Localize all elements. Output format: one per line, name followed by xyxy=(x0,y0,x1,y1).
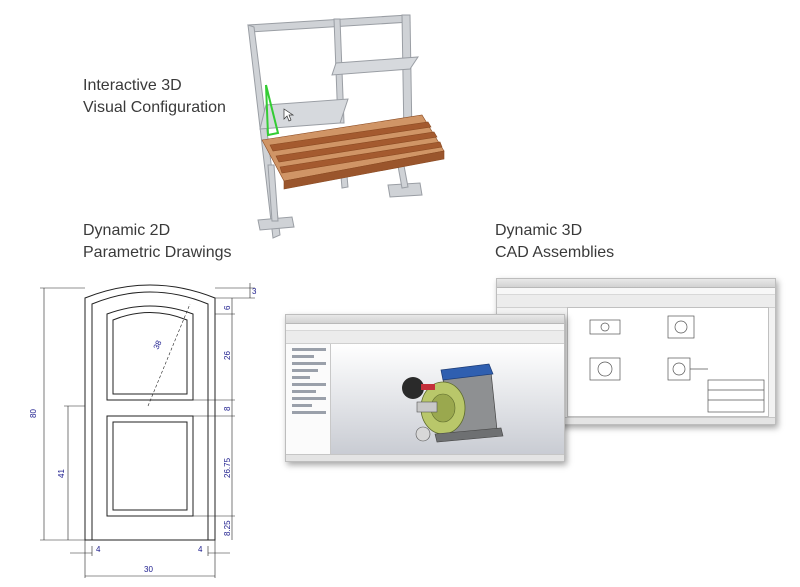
caption-line: Dynamic 3D xyxy=(495,222,583,239)
caption-line: Interactive 3D xyxy=(83,77,182,94)
drawing-sheet[interactable] xyxy=(567,307,769,417)
cad-3d-assembly-window[interactable] xyxy=(285,314,565,462)
status-bar xyxy=(497,417,775,424)
dim-upper-panel: 26 xyxy=(223,351,232,360)
dim-bottom-rail: 8.25 xyxy=(223,520,232,536)
door-parametric-drawing[interactable]: 80 41 3 6 26 8 26.75 8.25 38 4 4 30 xyxy=(30,278,270,583)
feature-tree[interactable] xyxy=(286,344,331,454)
caption-line: Parametric Drawings xyxy=(83,244,232,261)
menu-bar[interactable] xyxy=(286,324,564,331)
dim-lower-height: 41 xyxy=(57,469,66,478)
caption-dynamic-2d: Dynamic 2D Parametric Drawings xyxy=(83,220,231,264)
menu-bar[interactable] xyxy=(497,288,775,295)
window-titlebar[interactable] xyxy=(497,279,775,288)
dim-left-margin: 4 xyxy=(96,545,101,554)
dim-mid-rail: 8 xyxy=(223,406,232,411)
dim-radius: 38 xyxy=(152,338,164,350)
workbench-3d-model[interactable] xyxy=(240,5,450,245)
caption-line: Visual Configuration xyxy=(83,99,226,116)
dim-lower-panel: 26.75 xyxy=(223,457,232,478)
caption-line: CAD Assemblies xyxy=(495,244,615,261)
dim-right-margin: 4 xyxy=(198,545,203,554)
dim-total-height: 80 xyxy=(30,409,38,418)
selection-highlight xyxy=(265,84,280,137)
status-bar xyxy=(286,454,564,461)
dim-arch-gap: 6 xyxy=(223,305,232,310)
caption-interactive-3d: Interactive 3D Visual Configuration xyxy=(83,75,226,119)
caption-line: Dynamic 2D xyxy=(83,222,171,239)
window-titlebar[interactable] xyxy=(286,315,564,324)
cursor-icon xyxy=(283,108,295,122)
dim-total-width: 30 xyxy=(144,565,153,574)
gearbox-model[interactable] xyxy=(331,344,564,454)
toolbar[interactable] xyxy=(286,331,564,344)
dim-top-gap: 3 xyxy=(252,287,257,296)
caption-dynamic-3d-cad: Dynamic 3D CAD Assemblies xyxy=(495,220,614,264)
3d-viewport[interactable] xyxy=(331,344,564,454)
